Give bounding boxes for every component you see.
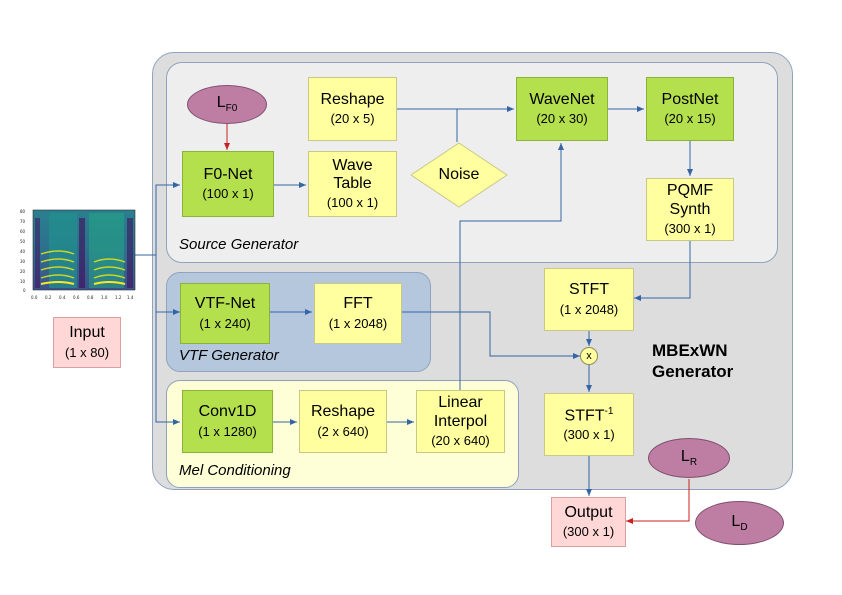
reshape-640-block: Reshape (2 x 640) xyxy=(299,390,387,453)
linear-interpol-block: Linear Interpol (20 x 640) xyxy=(416,390,505,453)
stft-block: STFT (1 x 2048) xyxy=(544,268,634,331)
f0-net-block: F0-Net (100 x 1) xyxy=(182,151,274,217)
spec-xtick: 0.0 xyxy=(31,295,38,300)
mbexwn-title-line2: Generator xyxy=(652,362,734,382)
postnet-block: PostNet (20 x 15) xyxy=(646,77,734,141)
loss-d-node: LD xyxy=(695,501,784,545)
mbexwn-title-line1: MBExWN xyxy=(652,341,728,360)
spec-xtick: 0.6 xyxy=(73,295,80,300)
noise-block: Noise xyxy=(410,142,508,208)
loss-d-label: LD xyxy=(731,512,748,534)
spec-ytick: 50 xyxy=(20,239,26,244)
wave-table-block: Wave Table (100 x 1) xyxy=(308,151,397,217)
input-block: Input (1 x 80) xyxy=(53,317,121,368)
mel-conditioning-label: Mel Conditioning xyxy=(179,462,291,479)
spec-xtick: 0.4 xyxy=(59,295,66,300)
noise-label: Noise xyxy=(438,166,480,183)
spec-ytick: 0 xyxy=(23,288,26,293)
source-generator-label: Source Generator xyxy=(179,236,299,253)
loss-f0-node: LF0 xyxy=(187,85,267,124)
vtf-net-block: VTF-Net (1 x 240) xyxy=(180,283,270,344)
spec-ytick: 30 xyxy=(20,259,26,264)
spec-xtick: 1.2 xyxy=(115,295,122,300)
spec-xtick: 0.2 xyxy=(45,295,52,300)
spec-xtick: 1.0 xyxy=(101,295,108,300)
loss-r-label: LR xyxy=(680,447,698,469)
inverse-stft-block: STFT-1 (300 x 1) xyxy=(544,393,634,456)
noise-diamond-shape xyxy=(410,142,508,208)
mel-spectrogram-image: 80 70 60 50 40 30 20 10 0 0.0 0.2 0.4 0.… xyxy=(19,208,137,304)
spec-ytick: 80 xyxy=(20,209,26,214)
spectrogram-plot: 80 70 60 50 40 30 20 10 0 0.0 0.2 0.4 0.… xyxy=(20,209,136,300)
reshape-5-block: Reshape (20 x 5) xyxy=(308,77,397,141)
pqmf-synth-block: PQMF Synth (300 x 1) xyxy=(646,178,734,241)
spec-ytick: 20 xyxy=(20,269,26,274)
vtf-generator-label: VTF Generator xyxy=(179,347,279,364)
wavenet-block: WaveNet (20 x 30) xyxy=(516,77,608,141)
mbexwn-generator-title: MBExWN Generator xyxy=(652,340,733,383)
loss-f0-label: LF0 xyxy=(216,94,238,115)
spec-ytick: 60 xyxy=(20,229,26,234)
spec-xtick: 0.8 xyxy=(87,295,94,300)
conv1d-block: Conv1D (1 x 1280) xyxy=(182,390,273,453)
spec-xtick: 1.4 xyxy=(127,295,134,300)
spec-ytick: 10 xyxy=(20,279,26,284)
loss-r-node: LR xyxy=(648,438,730,478)
fft-block: FFT (1 x 2048) xyxy=(314,283,402,344)
output-block: Output (300 x 1) xyxy=(551,497,626,547)
spec-ytick: 70 xyxy=(20,219,26,224)
spec-ytick: 40 xyxy=(20,249,26,254)
multiply-node: x xyxy=(580,347,598,365)
